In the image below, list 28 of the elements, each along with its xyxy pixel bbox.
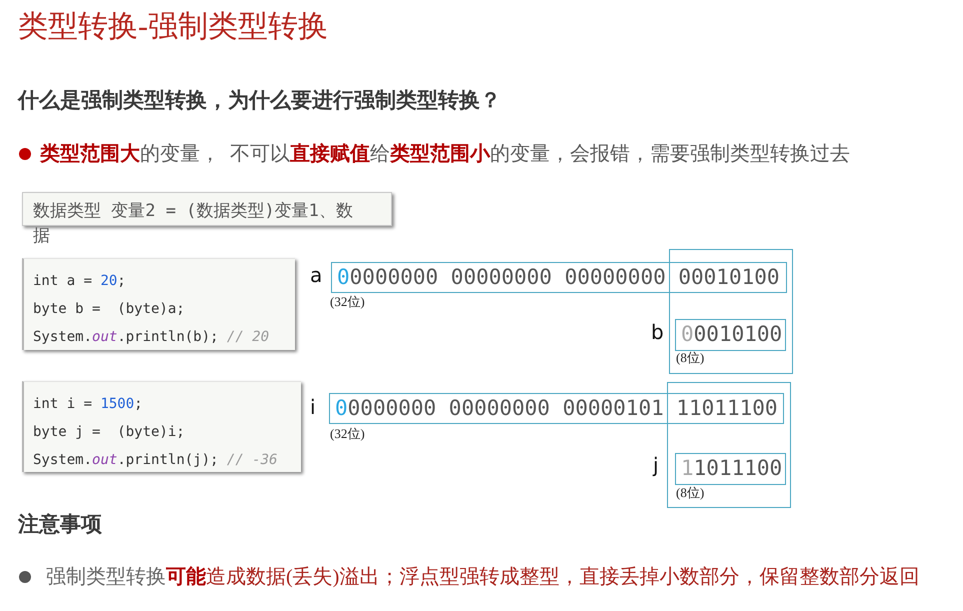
code-line: int a = 20; <box>33 272 126 290</box>
bit-width-label: (8位) <box>676 485 704 501</box>
variable-name: a <box>310 263 322 287</box>
outline-frame <box>667 382 791 508</box>
bit-width-label: (32位) <box>330 294 365 310</box>
binary-value-box: 00000000 00000000 00000000 00010100 <box>331 262 787 293</box>
bullet-text: 强制类型转换可能造成数据(丢失)溢出；浮点型强转成整型，直接丢掉小数部分，保留整数部分返回 <box>46 565 920 590</box>
variable-name: i <box>310 395 316 419</box>
code-line: byte b = (byte)a; <box>33 300 185 318</box>
variable-name: b <box>651 320 664 344</box>
section-heading: 注意事项 <box>18 511 102 538</box>
binary-value-box: 00000000 00000000 00000101 11011100 <box>329 393 784 424</box>
syntax-text: 数据类型 变量2 = (数据类型)变量1、数据 <box>33 200 354 248</box>
binary-value-box: 00010100 <box>675 319 786 351</box>
subheading: 什么是强制类型转换，为什么要进行强制类型转换？ <box>18 87 501 114</box>
bit-width-label: (8位) <box>676 350 704 366</box>
title: 类型转换-强制类型转换 <box>18 9 328 45</box>
bullet-text: 类型范围大的变量， 不可以直接赋值给类型范围小的变量，会报错，需要强制类型转换过去 <box>40 142 850 167</box>
code-block <box>22 381 301 472</box>
code-line: int i = 1500; <box>33 395 143 413</box>
code-line: System.out.println(b); // 20 <box>33 328 270 346</box>
binary-value-box: 11011100 <box>675 453 786 485</box>
outline-frame <box>669 249 793 374</box>
code-line: System.out.println(j); // -36 <box>33 451 278 469</box>
code-line: byte j = (byte)i; <box>33 423 185 441</box>
code-block <box>22 258 295 350</box>
variable-name: j <box>653 453 659 477</box>
bit-width-label: (32位) <box>330 426 365 442</box>
